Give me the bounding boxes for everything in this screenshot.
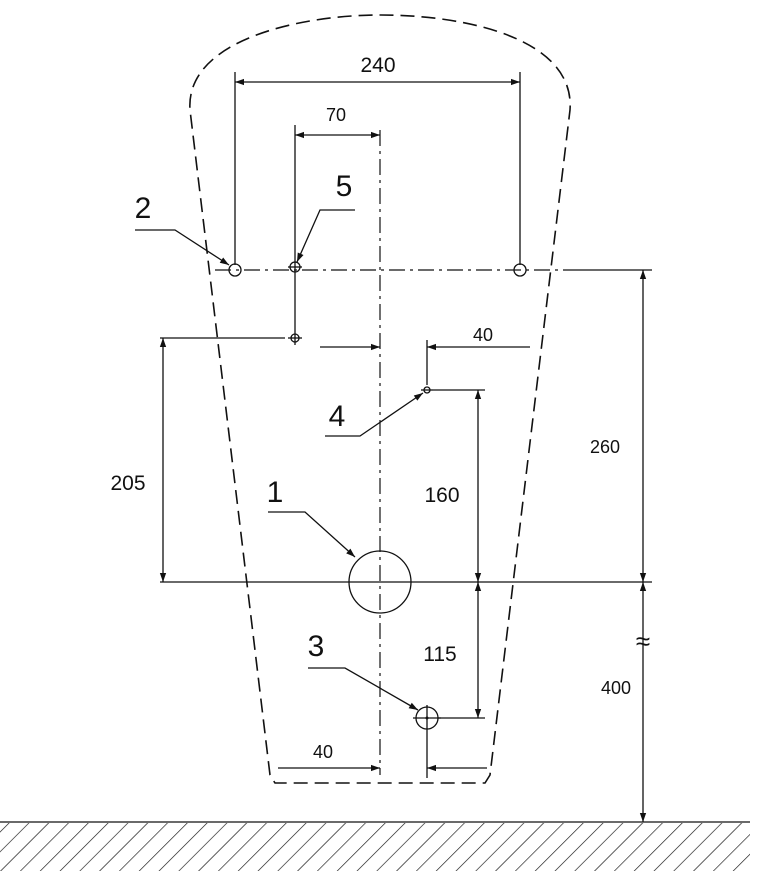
dim-70: 70 (326, 105, 346, 125)
dim-205: 205 (110, 472, 145, 495)
dim-160: 160 (424, 484, 459, 507)
dim-40-bottom: 40 (313, 742, 333, 762)
label-2: 2 (135, 192, 152, 225)
fixing-holes (228, 261, 527, 394)
floor-hatching (0, 823, 750, 871)
dim-260: 260 (590, 437, 620, 457)
label-4: 4 (329, 400, 346, 433)
dim-40-top: 40 (473, 325, 493, 345)
dim-115: 115 (423, 643, 456, 666)
break-symbol: ≈ (636, 626, 650, 656)
outlet-circle (348, 550, 412, 614)
label-1: 1 (267, 476, 284, 509)
dim-240: 240 (360, 54, 395, 77)
label-5: 5 (336, 170, 353, 203)
dim-400: 400 (601, 678, 631, 698)
label-3: 3 (308, 630, 325, 663)
urinal-outline (189, 14, 571, 784)
